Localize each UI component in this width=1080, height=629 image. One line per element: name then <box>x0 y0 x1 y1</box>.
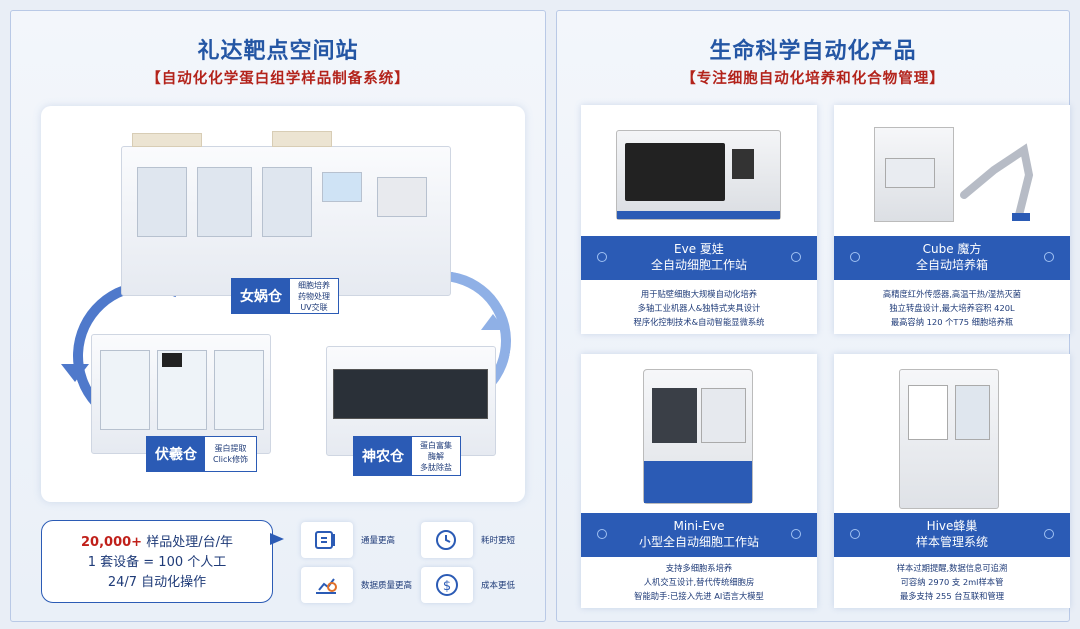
arrowhead-left-icon <box>61 364 89 382</box>
circle-icon <box>597 252 607 262</box>
stats-bubble: 20,000+ 样品处理/台/年 1 套设备 = 100 个人工 24/7 自动… <box>41 520 284 603</box>
desc-line: 支持多细胞系培养 <box>665 563 733 573</box>
left-title: 礼达靶点空间站 <box>197 39 359 64</box>
feature-label: 成本更低 <box>481 581 516 591</box>
station-line: 蛋白提取 <box>214 444 247 453</box>
station-name: 伏羲仓 <box>147 437 205 471</box>
right-title: 生命科学自动化产品 <box>709 39 917 64</box>
cube-product-image <box>834 105 1070 236</box>
product-card-cube: Cube 魔方 全自动培养箱 高精度红外传感器,高温干热/湿热灭菌 独立转盘设计… <box>834 105 1070 334</box>
circle-icon <box>791 252 801 262</box>
feature-cost: $ 成本更低 <box>421 567 515 603</box>
product-name: Hive蜂巢 <box>926 519 978 533</box>
product-desc: 支持多细胞系培养 人机交互设计,替代传统细胞房 智能助手:已接入先进 AI语言大… <box>581 561 817 603</box>
product-name: Cube 魔方 <box>922 242 982 256</box>
product-card-mini-eve: Mini-Eve 小型全自动细胞工作站 支持多细胞系培养 人机交互设计,替代传统… <box>581 354 817 608</box>
product-name: Mini-Eve <box>673 519 725 533</box>
desc-line: 人机交互设计,替代传统细胞房 <box>643 577 755 587</box>
right-subtitle: 【专注细胞自动化培养和化合物管理】 <box>681 71 945 87</box>
stats-line3: 24/7 自动化操作 <box>107 575 207 590</box>
desc-line: 智能助手:已接入先进 AI语言大模型 <box>634 591 764 601</box>
feature-label: 耗时更短 <box>481 536 516 546</box>
nuwa-station-image <box>121 131 451 296</box>
station-tag-nuwa: 女娲仓 细胞培养 药物处理 UV交联 <box>231 278 339 314</box>
arrowhead-right-icon <box>481 314 505 330</box>
workflow-diagram: 女娲仓 细胞培养 药物处理 UV交联 伏羲仓 蛋白提取 Click修饰 神农仓 … <box>41 106 525 502</box>
station-line: 酶解 <box>428 451 444 461</box>
product-band: Mini-Eve 小型全自动细胞工作站 <box>581 513 817 557</box>
station-line: 多肽除盐 <box>420 462 452 472</box>
hive-product-image <box>834 354 1070 513</box>
circle-icon <box>1044 529 1054 539</box>
circle-icon <box>1044 252 1054 262</box>
throughput-icon <box>301 522 353 558</box>
product-type: 全自动细胞工作站 <box>650 258 747 272</box>
feature-label: 数据质量更高 <box>361 581 413 591</box>
svg-text:$: $ <box>443 579 451 594</box>
product-name: Eve 夏娃 <box>674 242 724 256</box>
feature-label: 通量更高 <box>361 536 396 546</box>
product-type: 样本管理系统 <box>915 535 988 549</box>
feature-quality: 数据质量更高 <box>301 567 412 603</box>
feature-throughput: 通量更高 <box>301 522 395 558</box>
fuxi-station-image <box>91 334 271 454</box>
quality-chart-icon <box>301 567 353 603</box>
station-line: 药物处理 <box>298 291 330 301</box>
circle-icon <box>597 529 607 539</box>
mini-eve-product-image <box>581 354 817 513</box>
product-band: Hive蜂巢 样本管理系统 <box>834 513 1070 557</box>
product-card-eve: Eve 夏娃 全自动细胞工作站 用于贴壁细胞大规模自动化培养 多轴工业机器人&独… <box>581 105 817 334</box>
eve-product-image <box>581 105 817 236</box>
desc-line: 样本过期提醒,数据信息可追溯 <box>896 563 1008 573</box>
station-line: 蛋白富集 <box>420 440 452 450</box>
stats-line2: 1 套设备 = 100 个人工 <box>87 555 227 570</box>
station-tag-fuxi: 伏羲仓 蛋白提取 Click修饰 <box>146 436 258 472</box>
station-name: 女娲仓 <box>232 279 290 313</box>
desc-line: 最高容纳 120 个T75 细胞培养瓶 <box>890 317 1014 327</box>
right-panel: 生命科学自动化产品 【专注细胞自动化培养和化合物管理】 Eve 夏娃 全自动细胞… <box>556 10 1070 622</box>
station-tag-shennong: 神农仓 蛋白富集 酶解 多肽除盐 <box>353 436 461 476</box>
clock-icon <box>421 522 473 558</box>
product-card-hive: Hive蜂巢 样本管理系统 样本过期提醒,数据信息可追溯 可容纳 2970 支 … <box>834 354 1070 608</box>
station-name: 神农仓 <box>354 437 412 475</box>
product-desc: 用于贴壁细胞大规模自动化培养 多轴工业机器人&独特式夹具设计 程序化控制技术&自… <box>581 287 817 329</box>
dollar-icon: $ <box>421 567 473 603</box>
product-desc: 样本过期提醒,数据信息可追溯 可容纳 2970 支 2ml样本管 最多支持 25… <box>834 561 1070 603</box>
product-band: Cube 魔方 全自动培养箱 <box>834 236 1070 280</box>
desc-line: 多轴工业机器人&独特式夹具设计 <box>637 303 761 313</box>
product-type: 全自动培养箱 <box>915 258 988 272</box>
station-line: UV交联 <box>300 302 328 312</box>
desc-line: 独立转盘设计,最大培养容积 420L <box>889 303 1015 313</box>
product-band: Eve 夏娃 全自动细胞工作站 <box>581 236 817 280</box>
circle-icon <box>850 252 860 262</box>
desc-line: 最多支持 255 台互联和管理 <box>899 591 1005 601</box>
station-line: 细胞培养 <box>298 280 330 290</box>
left-panel: 礼达靶点空间站 【自动化化学蛋白组学样品制备系统】 女 <box>10 10 546 622</box>
stats-line1: 样品处理/台/年 <box>142 535 233 550</box>
product-type: 小型全自动细胞工作站 <box>638 535 759 549</box>
circle-icon <box>791 529 801 539</box>
stats-highlight: 20,000+ <box>81 535 143 550</box>
feature-time: 耗时更短 <box>421 522 515 558</box>
desc-line: 高精度红外传感器,高温干热/湿热灭菌 <box>882 289 1022 299</box>
desc-line: 可容纳 2970 支 2ml样本管 <box>900 577 1004 587</box>
left-subtitle: 【自动化化学蛋白组学样品制备系统】 <box>146 71 410 87</box>
circle-icon <box>850 529 860 539</box>
product-desc: 高精度红外传感器,高温干热/湿热灭菌 独立转盘设计,最大培养容积 420L 最高… <box>834 287 1070 329</box>
desc-line: 程序化控制技术&自动智能显微系统 <box>633 317 765 327</box>
desc-line: 用于贴壁细胞大规模自动化培养 <box>640 289 758 299</box>
station-line: Click修饰 <box>213 455 249 464</box>
